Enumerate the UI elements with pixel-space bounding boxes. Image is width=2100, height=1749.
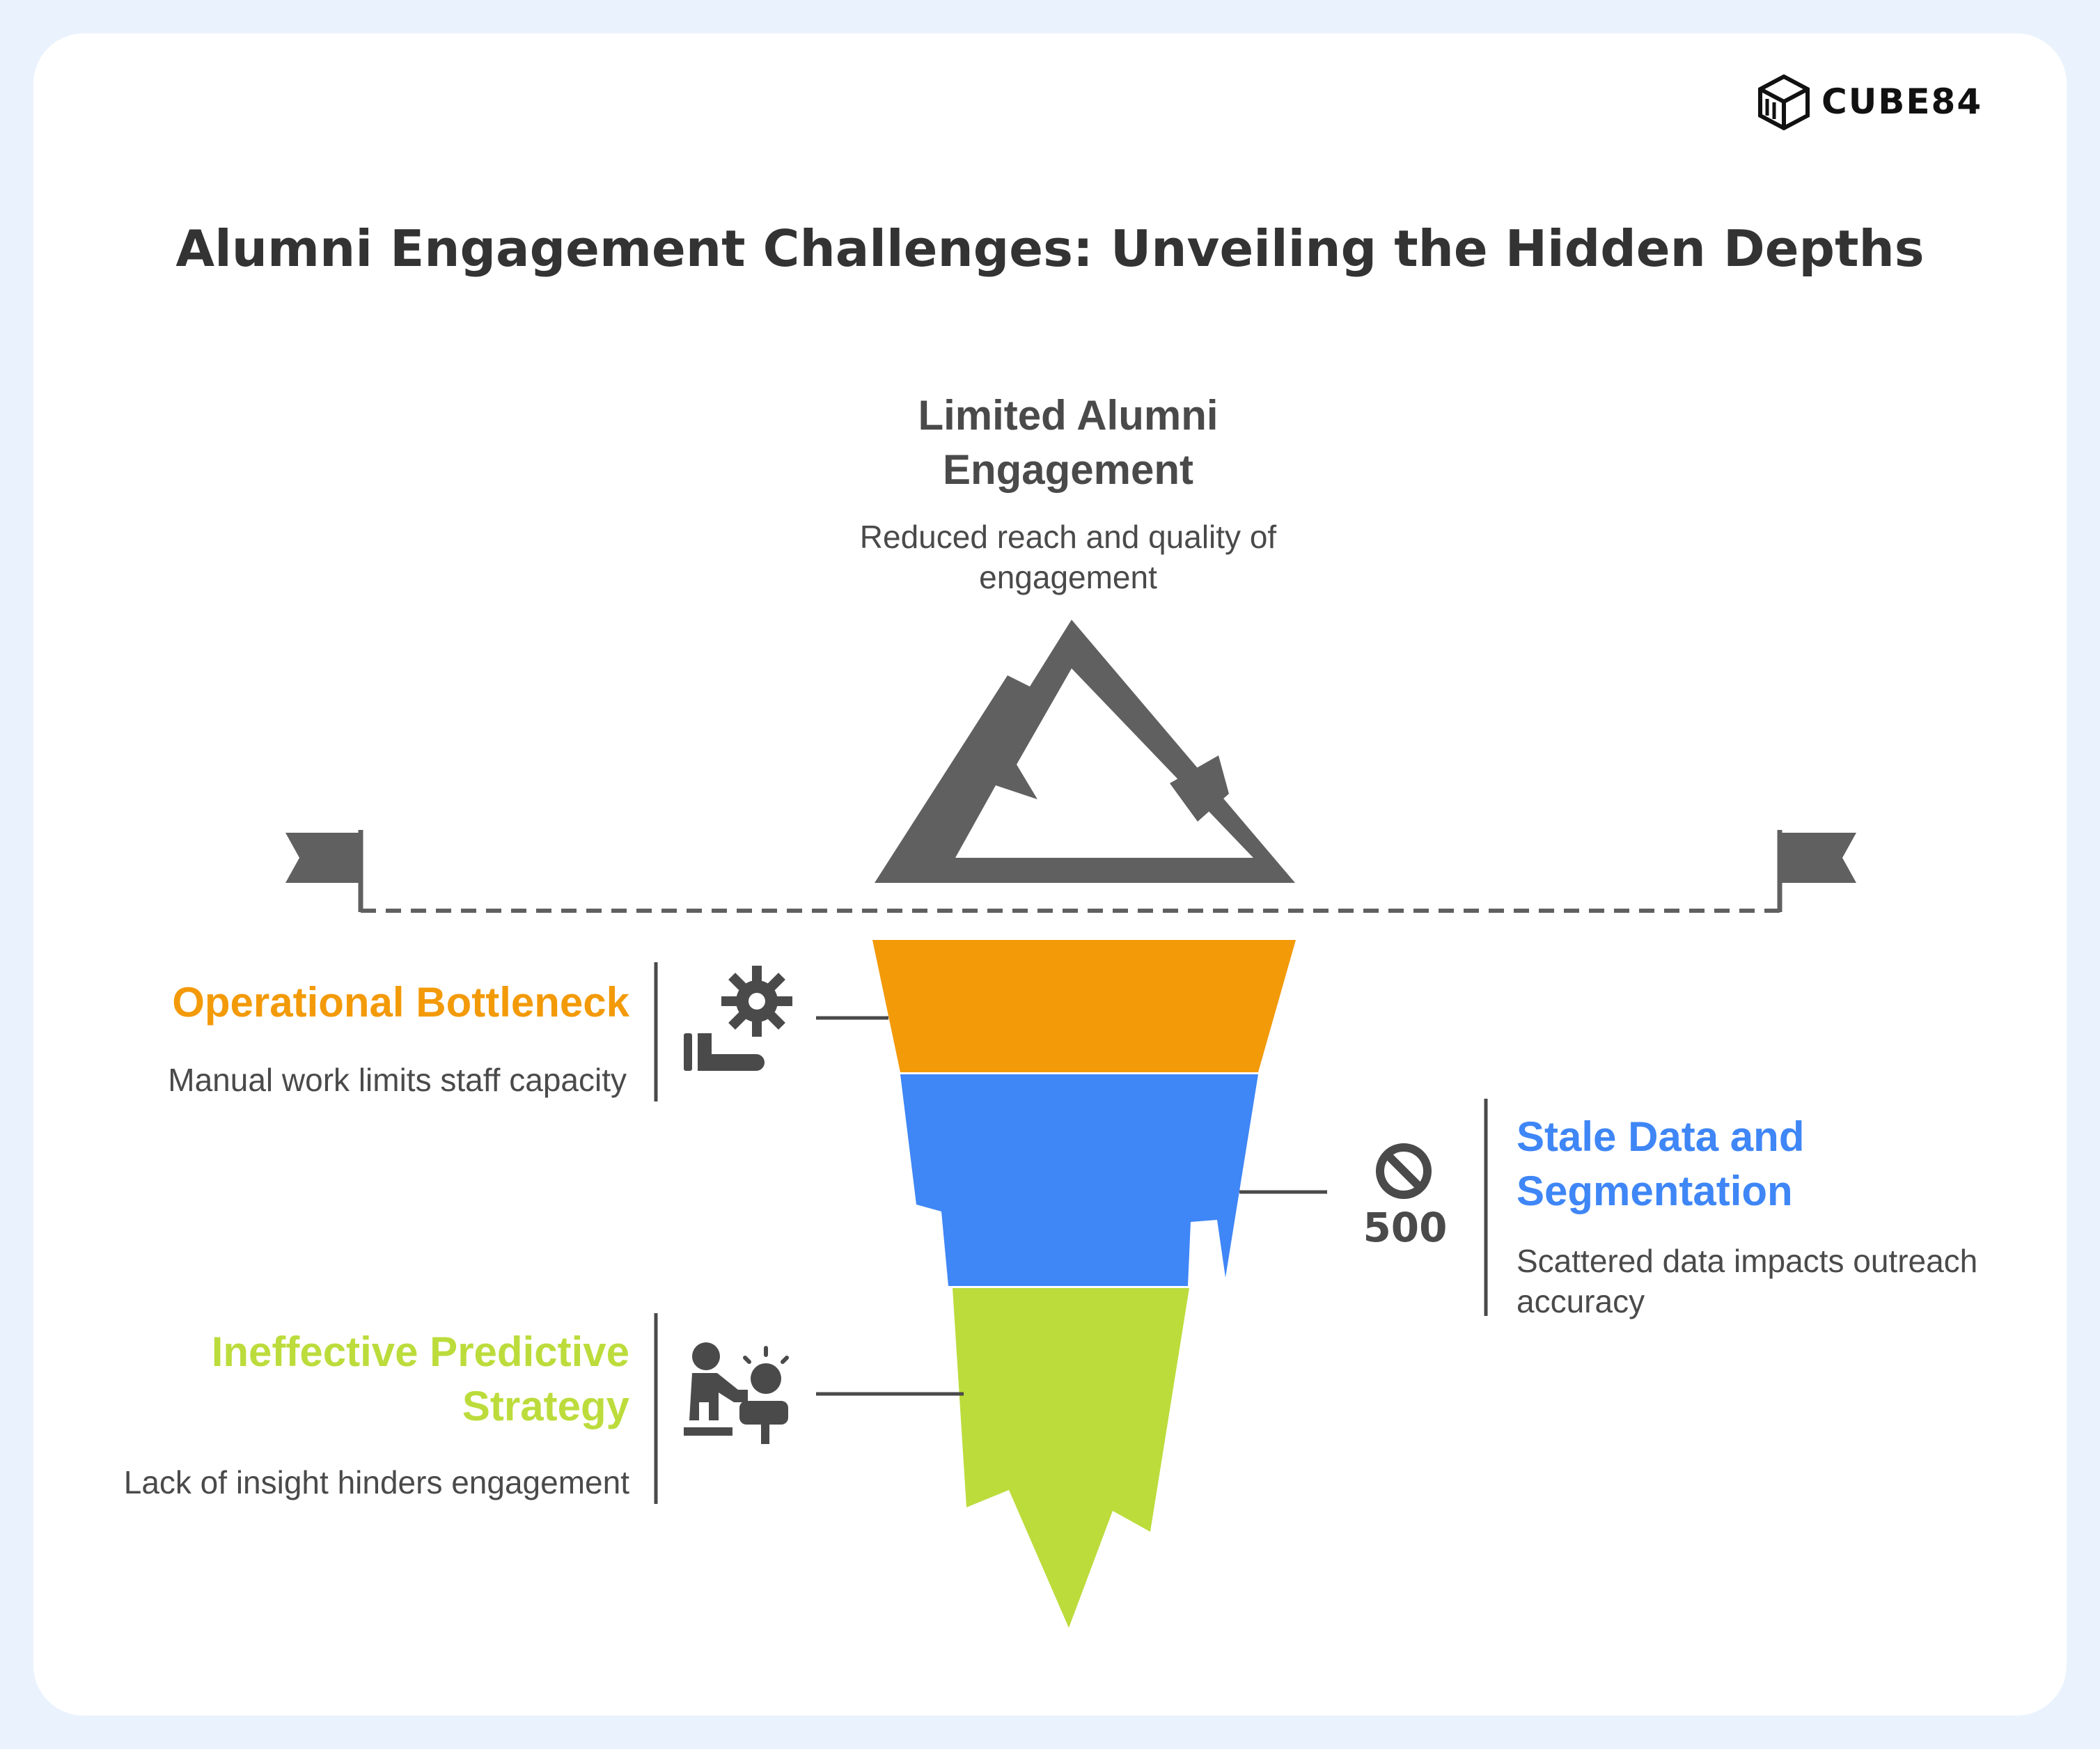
stale-data-description: Scattered data impacts outreach accuracy xyxy=(1517,1241,2074,1321)
layer-operational xyxy=(872,940,1296,1072)
flag-left-icon xyxy=(285,830,363,912)
hand-gear-icon xyxy=(684,966,792,1071)
flag-right-icon xyxy=(1777,830,1856,912)
stale-data-heading-line2: Segmentation xyxy=(1517,1168,1793,1214)
predictive-heading: Ineffective Predictive Strategy xyxy=(114,1325,629,1434)
predictive-heading-line2: Strategy xyxy=(462,1383,629,1429)
cube-icon xyxy=(1758,74,1810,131)
surface-description: Reduced reach and quality of engagement xyxy=(790,517,1347,597)
stale-data-heading-line1: Stale Data and xyxy=(1517,1113,1805,1160)
predictive-description: Lack of insight hinders engagement xyxy=(123,1464,629,1500)
brand-logo: CUBE84 xyxy=(1755,72,1982,131)
brand-name: CUBE84 xyxy=(1821,81,1983,122)
stale-data-desc-line1: Scattered data impacts outreach xyxy=(1517,1243,1978,1279)
surface-desc-line1: Reduced reach and quality of xyxy=(859,519,1277,555)
page-title: Alumni Engagement Challenges: Unveiling … xyxy=(175,219,1925,278)
error-500-label: 500 xyxy=(1363,1204,1447,1251)
layer-predictive xyxy=(953,1288,1189,1628)
surface-desc-line2: engagement xyxy=(979,559,1157,595)
mountain-icon xyxy=(875,620,1295,883)
person-idea-icon xyxy=(684,1342,789,1444)
stale-data-desc-line2: accuracy xyxy=(1517,1283,1645,1319)
surface-heading: Limited Alumni Engagement xyxy=(790,389,1347,497)
stale-data-heading: Stale Data and Segmentation xyxy=(1517,1110,2046,1218)
layer-stale-data xyxy=(900,1074,1258,1286)
surface-heading-line1: Limited Alumni xyxy=(918,392,1219,439)
operational-description: Manual work limits staff capacity xyxy=(168,1062,627,1098)
operational-heading: Operational Bottleneck xyxy=(172,979,629,1026)
predictive-heading-line1: Ineffective Predictive xyxy=(211,1328,629,1375)
error-500-icon: 500 xyxy=(1363,1143,1448,1251)
surface-heading-line2: Engagement xyxy=(942,446,1194,493)
